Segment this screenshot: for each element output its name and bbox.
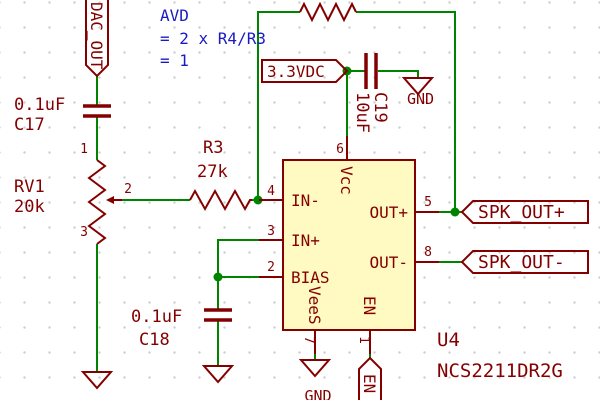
pin-num-7: 7 bbox=[301, 336, 316, 344]
c19-reference[interactable]: C19 bbox=[370, 92, 390, 123]
note-line-1[interactable]: AVD bbox=[160, 6, 189, 25]
wire-c19-gnd[interactable] bbox=[378, 70, 419, 78]
pin-name-vcc: Vcc bbox=[337, 166, 356, 195]
pin-num-4: 4 bbox=[267, 184, 275, 199]
feedback-zigzag[interactable] bbox=[299, 1, 357, 23]
pin-num-2: 2 bbox=[267, 260, 275, 275]
net-labels: DAC_OUT 3.3VDC SPK_OUT+ SPK_OUT- EN bbox=[85, 0, 589, 400]
pin-name-vees: VeeS bbox=[305, 286, 324, 325]
rv1-wiper-arrow bbox=[106, 196, 114, 204]
wires bbox=[96, 11, 462, 372]
pin-name-bias: BIAS bbox=[291, 268, 330, 287]
junction-bias[interactable] bbox=[213, 272, 223, 282]
spk-out-plus-label[interactable]: SPK_OUT+ bbox=[478, 202, 565, 223]
capacitor-c18[interactable]: 0.1uF C18 bbox=[131, 307, 232, 350]
notes: AVD = 2 x R4/R3 = 1 bbox=[160, 6, 266, 70]
power-3v3-flag[interactable] bbox=[261, 59, 349, 83]
u4-reference[interactable]: U4 bbox=[437, 329, 460, 351]
c18-reference[interactable]: C18 bbox=[139, 330, 170, 350]
spk-out-minus-label[interactable]: SPK_OUT- bbox=[478, 252, 565, 273]
r3-value[interactable]: 27k bbox=[197, 162, 228, 182]
pin-name-out-minus: OUT- bbox=[369, 253, 408, 272]
pin-name-in-minus: IN- bbox=[291, 191, 320, 210]
rv1-reference[interactable]: RV1 bbox=[14, 177, 45, 197]
spk-out-minus-flag[interactable] bbox=[460, 250, 589, 274]
wire-inplus[interactable] bbox=[217, 239, 259, 310]
gnd-label-pin7: GND bbox=[304, 387, 331, 400]
r3-zigzag[interactable] bbox=[189, 188, 252, 212]
potentiometer-rv1[interactable]: 1 2 3 RV1 20k bbox=[14, 142, 132, 245]
junction-outplus[interactable] bbox=[450, 207, 460, 217]
power-3v3-label[interactable]: 3.3VDC bbox=[267, 62, 325, 81]
dac-out-flag[interactable] bbox=[85, 0, 109, 78]
pin-name-en: EN bbox=[360, 296, 379, 315]
pin-num-6: 6 bbox=[336, 142, 344, 157]
capacitor-c19[interactable]: 10uF C19 bbox=[352, 53, 390, 133]
pin-num-1: 1 bbox=[356, 336, 371, 344]
junction-feedback[interactable] bbox=[253, 195, 263, 205]
u4-value[interactable]: NCS2211DR2G bbox=[437, 360, 563, 382]
rv1-zigzag[interactable] bbox=[87, 159, 107, 245]
resistor-feedback[interactable] bbox=[299, 1, 357, 23]
r3-reference[interactable]: R3 bbox=[203, 138, 223, 158]
pin-name-out-plus: OUT+ bbox=[369, 203, 408, 222]
dac-out-label[interactable]: DAC_OUT bbox=[87, 2, 106, 70]
spk-out-plus-flag[interactable] bbox=[460, 200, 589, 224]
c17-reference[interactable]: C17 bbox=[14, 115, 45, 135]
capacitor-c17[interactable]: 0.1uF C17 bbox=[14, 95, 111, 135]
c19-value[interactable]: 10uF bbox=[352, 92, 372, 133]
enable-label[interactable]: EN bbox=[360, 374, 379, 393]
ic-body[interactable] bbox=[282, 159, 416, 331]
gnd-symbol-c18[interactable] bbox=[201, 365, 235, 384]
wire-feedback-left[interactable] bbox=[257, 11, 300, 200]
enable-flag[interactable] bbox=[358, 356, 382, 400]
c18-value[interactable]: 0.1uF bbox=[131, 307, 182, 327]
pin-num-3: 3 bbox=[267, 224, 275, 239]
note-line-2[interactable]: = 2 x R4/R3 bbox=[160, 29, 266, 48]
wire-feedback-right[interactable] bbox=[356, 11, 456, 212]
gnd-label-c19: GND bbox=[407, 90, 434, 108]
rv1-pin-num-2: 2 bbox=[124, 182, 132, 197]
note-line-3[interactable]: = 1 bbox=[160, 51, 189, 70]
ground-symbols: GND GND bbox=[80, 77, 435, 400]
ic-u4[interactable]: IN- IN+ BIAS OUT+ OUT- Vcc VeeS EN 4 3 2… bbox=[259, 136, 563, 382]
resistor-r3[interactable]: R3 27k bbox=[189, 138, 252, 212]
pin-num-5: 5 bbox=[424, 195, 432, 210]
gnd-symbol-c19[interactable] bbox=[401, 77, 435, 96]
rv1-value[interactable]: 20k bbox=[14, 197, 45, 217]
gnd-symbol-rv1[interactable] bbox=[80, 371, 114, 390]
gnd-symbol-pin7[interactable] bbox=[298, 359, 332, 378]
rv1-pin-num-1: 1 bbox=[80, 142, 88, 157]
c17-value[interactable]: 0.1uF bbox=[14, 95, 65, 115]
pin-name-in-plus: IN+ bbox=[291, 231, 320, 250]
pin-num-8: 8 bbox=[424, 245, 432, 260]
rv1-pin-num-3: 3 bbox=[80, 225, 88, 240]
